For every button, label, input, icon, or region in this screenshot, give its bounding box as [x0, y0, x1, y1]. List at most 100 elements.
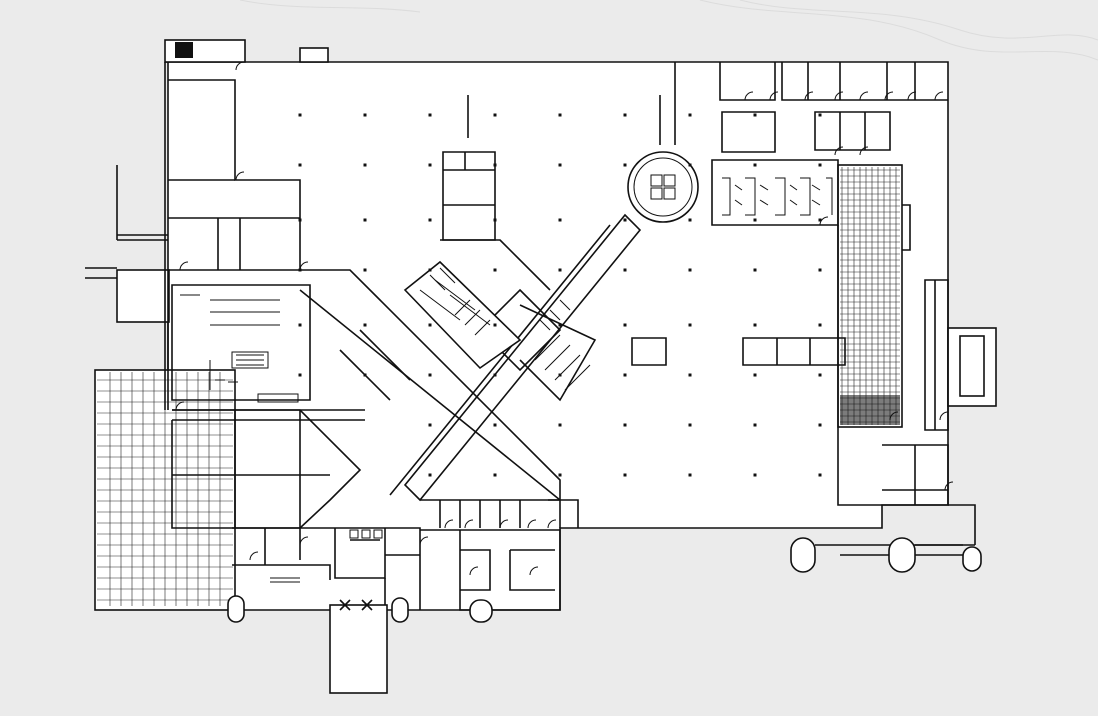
column-dot — [493, 113, 497, 117]
column-dot — [818, 373, 822, 377]
column-dot — [428, 113, 432, 117]
main-building — [164, 39, 949, 611]
door-swing — [235, 61, 245, 71]
door-swing — [834, 91, 844, 101]
column-dot — [493, 473, 497, 477]
column-dot — [688, 423, 692, 427]
door-swing — [859, 91, 869, 101]
column-dot — [298, 323, 302, 327]
east-wing — [837, 164, 997, 428]
column-dot — [688, 268, 692, 272]
column-grid — [298, 113, 822, 477]
column-dot — [818, 218, 822, 222]
column-dot — [753, 423, 757, 427]
door-swing — [235, 171, 245, 181]
column-dot — [558, 473, 562, 477]
column-dot — [688, 323, 692, 327]
column-dot — [493, 268, 497, 272]
door-swing — [529, 566, 539, 576]
column-dot — [818, 163, 822, 167]
column-dot — [558, 373, 562, 377]
door-swing — [934, 91, 944, 101]
column-dot — [298, 113, 302, 117]
column-dot — [623, 423, 627, 427]
column-dot — [493, 323, 497, 327]
column-dot — [558, 113, 562, 117]
door-swing — [527, 519, 537, 529]
column-dot — [753, 218, 757, 222]
column-dot — [428, 323, 432, 327]
column-dot — [818, 323, 822, 327]
column-dot — [818, 473, 822, 477]
door-swing — [944, 481, 954, 491]
door-swing — [469, 566, 479, 576]
column-dot — [688, 373, 692, 377]
column-dot — [818, 268, 822, 272]
door-swing — [249, 551, 259, 561]
column-dot — [623, 373, 627, 377]
door-swing — [819, 216, 829, 226]
column-dot — [493, 218, 497, 222]
workstations — [534, 177, 833, 391]
column-dot — [298, 373, 302, 377]
exterior-pods — [227, 537, 982, 623]
column-dot — [753, 268, 757, 272]
door-swings — [175, 61, 954, 576]
column-dot — [688, 113, 692, 117]
column-dot — [428, 373, 432, 377]
door-swing — [884, 91, 894, 101]
column-dot — [428, 218, 432, 222]
column-dot — [623, 163, 627, 167]
site-contours — [239, 0, 1098, 61]
north-core — [442, 95, 496, 241]
lab-rooms — [171, 284, 365, 529]
column-dot — [753, 373, 757, 377]
door-swing — [175, 401, 185, 411]
column-dot — [753, 163, 757, 167]
door-swing — [299, 536, 309, 546]
door-swing — [834, 146, 844, 156]
column-dot — [493, 163, 497, 167]
south-entry — [329, 599, 388, 694]
column-dot — [428, 268, 432, 272]
column-dot — [753, 113, 757, 117]
column-dot — [688, 163, 692, 167]
column-dot — [688, 473, 692, 477]
column-dot — [363, 163, 367, 167]
column-dot — [753, 473, 757, 477]
interior-walls — [164, 62, 948, 410]
door-swing — [464, 519, 474, 529]
column-dot — [363, 268, 367, 272]
column-dot — [493, 423, 497, 427]
east-offices — [631, 204, 976, 545]
door-swing — [744, 91, 754, 101]
column-dot — [623, 473, 627, 477]
door-swing — [769, 91, 779, 101]
column-dot — [558, 268, 562, 272]
column-dot — [493, 373, 497, 377]
column-dot — [428, 163, 432, 167]
column-dot — [688, 218, 692, 222]
column-dot — [623, 218, 627, 222]
column-dot — [753, 323, 757, 327]
door-swing — [419, 536, 429, 546]
column-dot — [623, 323, 627, 327]
column-dot — [298, 268, 302, 272]
door-swing — [547, 519, 557, 529]
door-swing — [804, 91, 814, 101]
door-swing — [444, 519, 454, 529]
restroom-cluster — [403, 260, 522, 370]
south-rooms — [232, 527, 421, 610]
rotunda — [627, 151, 699, 223]
door-swing — [859, 146, 869, 156]
column-dot — [558, 163, 562, 167]
column-dot — [558, 423, 562, 427]
door-swing — [939, 411, 949, 421]
column-dot — [818, 423, 822, 427]
column-dot — [818, 113, 822, 117]
column-dot — [298, 163, 302, 167]
office-block — [420, 499, 579, 611]
column-dot — [558, 218, 562, 222]
column-dot — [558, 323, 562, 327]
